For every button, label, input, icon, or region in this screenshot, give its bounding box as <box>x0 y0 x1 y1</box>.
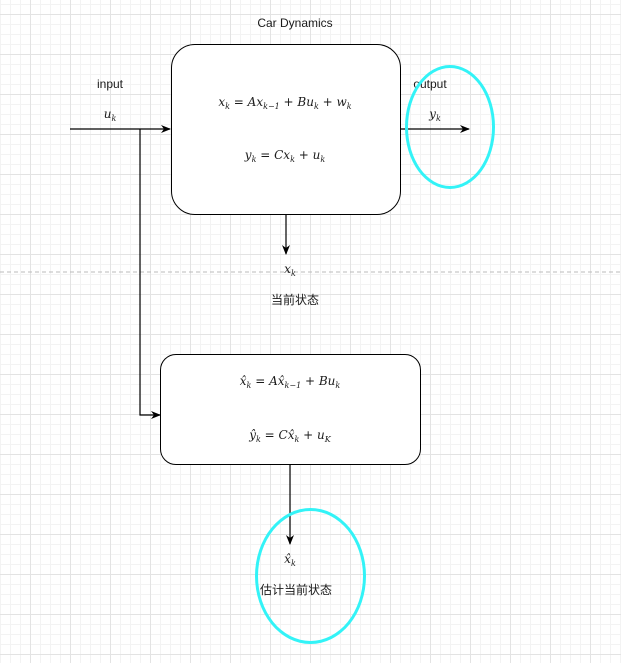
symbol-subscript: k <box>290 269 296 278</box>
state-label: 当前状态 <box>270 293 320 307</box>
eq-subscript: k−1 <box>263 102 280 111</box>
symbol-subscript: k <box>111 114 117 123</box>
eq-term: + Bu <box>279 95 314 109</box>
eq-subscript: K <box>324 435 331 444</box>
eq-subscript: k <box>346 102 352 111</box>
symbol: u <box>103 107 112 121</box>
state-equation: xk = Axk−1 + Buk + wk <box>218 95 351 111</box>
output-equation: yk = Cxk + uk <box>245 148 325 164</box>
eq-subscript: k <box>225 102 230 111</box>
eq-term: x <box>218 95 226 109</box>
estimator-box[interactable] <box>160 354 421 465</box>
estimate-output-equation: ŷk = Cx̂k + uK <box>249 428 331 444</box>
eq-subscript: k <box>320 155 326 164</box>
eq-term: = Cx <box>256 148 291 162</box>
car-dynamics-box[interactable] <box>171 44 401 215</box>
eq-term: = Ax <box>229 95 264 109</box>
eq-subscript: k <box>313 102 319 111</box>
eq-subscript: k <box>335 381 341 390</box>
eq-term: x̂ <box>239 374 247 388</box>
input-label: input <box>96 77 124 91</box>
state-symbol: xk <box>284 262 296 278</box>
output-highlight-ellipse[interactable] <box>405 65 495 189</box>
eq-term: + Bu <box>301 374 336 388</box>
input-symbol: uk <box>104 107 117 123</box>
eq-term: = Ax̂ <box>251 374 285 388</box>
eq-term: + u <box>294 148 321 162</box>
eq-term: y <box>244 148 252 162</box>
eq-subscript: k−1 <box>284 381 302 390</box>
eq-term: + w <box>318 95 347 109</box>
eq-subscript: k <box>290 155 295 164</box>
eq-term: ŷ <box>249 428 257 442</box>
eq-subscript: k <box>246 381 252 390</box>
eq-term: + u <box>299 428 325 442</box>
eq-subscript: k <box>294 435 300 444</box>
eq-term: = Cx̂ <box>260 428 295 442</box>
symbol: x <box>284 262 291 276</box>
diagram-title: Car Dynamics <box>257 16 333 30</box>
eq-subscript: k <box>251 155 257 164</box>
estimate-state-equation: x̂k = Ax̂k−1 + Buk <box>240 374 341 390</box>
eq-subscript: k <box>256 435 261 444</box>
input-branch-arrow[interactable] <box>139 129 161 419</box>
estimate-highlight-ellipse[interactable] <box>255 508 366 644</box>
